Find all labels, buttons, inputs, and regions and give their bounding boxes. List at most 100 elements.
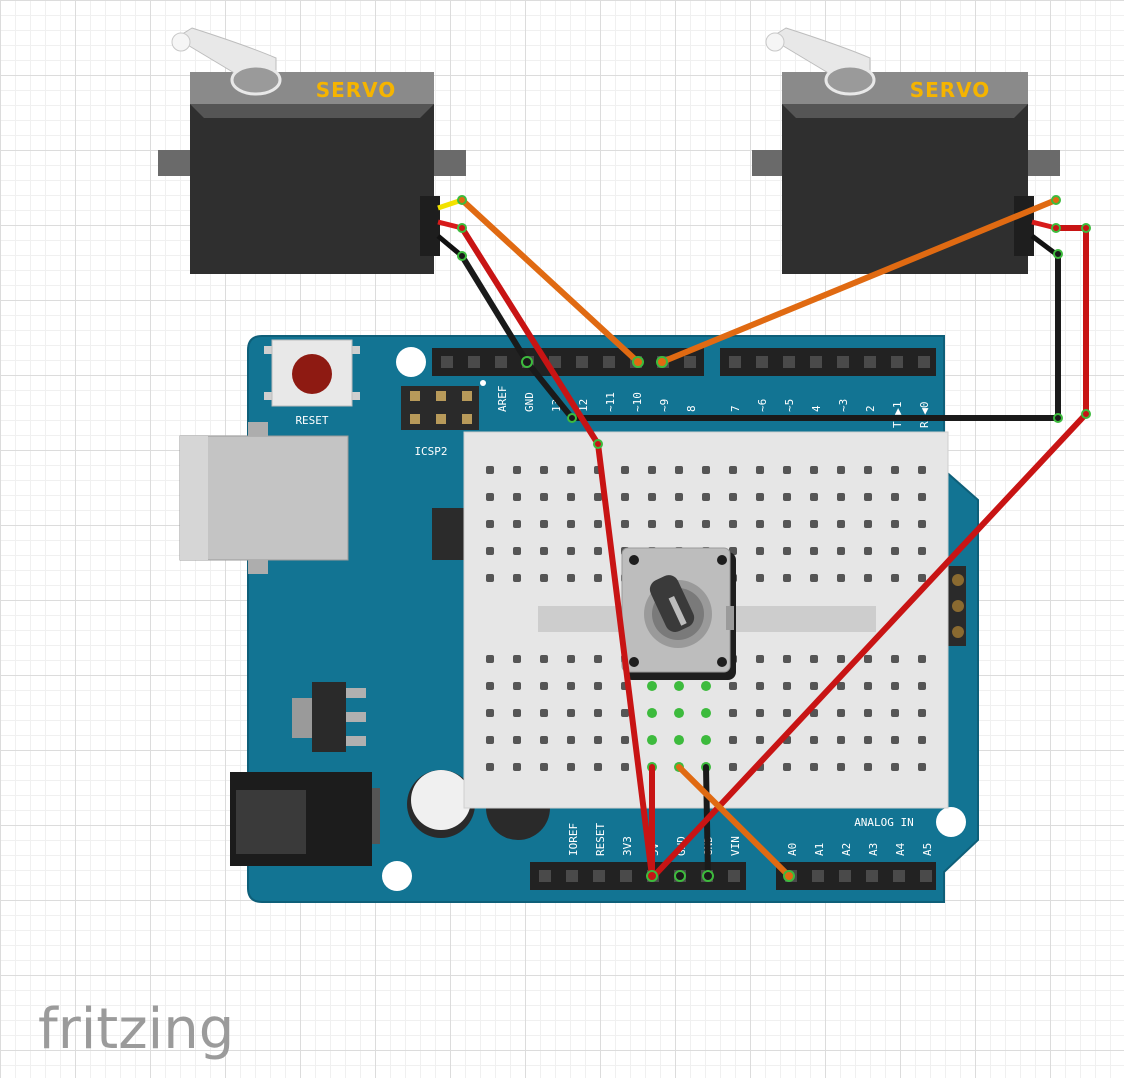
pin-label-5: ~5 [783, 399, 796, 412]
breadboard-hole [594, 520, 602, 528]
breadboard-hole [486, 655, 494, 663]
breadboard-hole [594, 763, 602, 771]
pin-label-a3: A3 [867, 843, 880, 856]
breadboard-hole [837, 763, 845, 771]
wire-orange-right-servo-signal[interactable] [659, 197, 1059, 365]
breadboard-hole [864, 466, 872, 474]
potentiometer[interactable] [621, 547, 736, 691]
breadboard-hole [837, 655, 845, 663]
potentiometer-knob[interactable] [647, 572, 698, 635]
breadboard-hole [486, 763, 494, 771]
breadboard-hole [594, 682, 602, 690]
breadboard-hole [837, 493, 845, 501]
breadboard-hole [540, 547, 548, 555]
servo-left[interactable]: SERVO [158, 27, 466, 274]
pin-label-7: 7 [729, 405, 742, 412]
breadboard-hole [756, 682, 764, 690]
wire-orange-left-servo-signal[interactable] [459, 197, 641, 365]
pin-label-a0: A0 [786, 843, 799, 856]
wire-black-left-servo-gnd[interactable] [459, 253, 530, 365]
breadboard-hole [729, 493, 737, 501]
breadboard-hole [891, 682, 899, 690]
servo-top-edge [190, 104, 434, 118]
breadboard-hole [864, 493, 872, 501]
breadboard-hole [783, 655, 791, 663]
breadboard-hole [648, 466, 656, 474]
breadboard-hole [864, 736, 872, 744]
breadboard-hole [540, 682, 548, 690]
pin-label-vin: VIN [729, 836, 742, 856]
servo-top [190, 72, 434, 104]
breadboard-hole [783, 547, 791, 555]
reset-button[interactable] [264, 339, 360, 407]
breadboard-hole [891, 736, 899, 744]
breadboard-hole [918, 574, 926, 582]
breadboard-hole [756, 574, 764, 582]
breadboard-hole [810, 493, 818, 501]
icsp2-header [401, 380, 486, 430]
wire-black-gnd-bus[interactable] [524, 251, 1061, 421]
pin-label-12: 12 [577, 399, 590, 412]
pin-label-a1: A1 [813, 843, 826, 856]
breadboard-hole [918, 763, 926, 771]
breadboard-hole [594, 547, 602, 555]
breadboard-hole [837, 736, 845, 744]
breadboard-hole [756, 493, 764, 501]
breadboard-hole [729, 466, 737, 474]
breadboard-hole [567, 709, 575, 717]
digital-header-right [720, 348, 936, 376]
breadboard-hole [729, 709, 737, 717]
breadboard-hole [837, 547, 845, 555]
breadboard-hole [594, 655, 602, 663]
breadboard-hole [810, 574, 818, 582]
breadboard-hole [729, 763, 737, 771]
breadboard-hole [891, 493, 899, 501]
icsp2-label: ICSP2 [414, 445, 447, 458]
pin-label-gnd: GND [523, 392, 536, 412]
breadboard-hole [567, 520, 575, 528]
breadboard-hole [540, 763, 548, 771]
breadboard-hole [648, 520, 656, 528]
pin-label-2: 2 [864, 405, 877, 412]
servo-top-edge [782, 104, 1028, 118]
breadboard-hole [513, 547, 521, 555]
breadboard-hole [513, 763, 521, 771]
wire-orange-pot-wiper[interactable] [676, 764, 792, 879]
breadboard-hole [810, 547, 818, 555]
breadboard-hole [783, 682, 791, 690]
power-jack [230, 772, 380, 866]
breadboard-hole [567, 682, 575, 690]
servo-right[interactable]: SERVO [752, 27, 1060, 274]
breadboard-hole [864, 547, 872, 555]
pin-label-11: ~11 [604, 392, 617, 412]
breadboard-hole [567, 655, 575, 663]
breadboard-hole [702, 520, 710, 528]
breadboard-hole [918, 466, 926, 474]
breadboard-hole [648, 493, 656, 501]
breadboard-hole [567, 574, 575, 582]
pin-label-a2: A2 [840, 843, 853, 856]
breadboard-hole [756, 466, 764, 474]
pin-label-rx0: RX◀0 [918, 402, 931, 429]
breadboard-hole [864, 574, 872, 582]
breadboard-hole [567, 763, 575, 771]
breadboard-hole [486, 493, 494, 501]
breadboard-hole [675, 466, 683, 474]
pin-label-aref: AREF [496, 386, 509, 413]
breadboard-hole [756, 709, 764, 717]
breadboard-hole [594, 709, 602, 717]
breadboard-hole [783, 493, 791, 501]
breadboard-hole [783, 763, 791, 771]
breadboard-hole [540, 655, 548, 663]
servo-body [782, 104, 1028, 274]
breadboard-hole [621, 466, 629, 474]
servo-top [782, 72, 1028, 104]
wire-red-right-servo-vcc[interactable] [651, 225, 1089, 879]
breadboard-hole [621, 520, 629, 528]
pin-label-8: 8 [685, 405, 698, 412]
pin-label-6: ~6 [756, 399, 769, 412]
servo-right-label: SERVO [910, 78, 991, 102]
breadboard-hole [540, 466, 548, 474]
breadboard-hole [513, 466, 521, 474]
